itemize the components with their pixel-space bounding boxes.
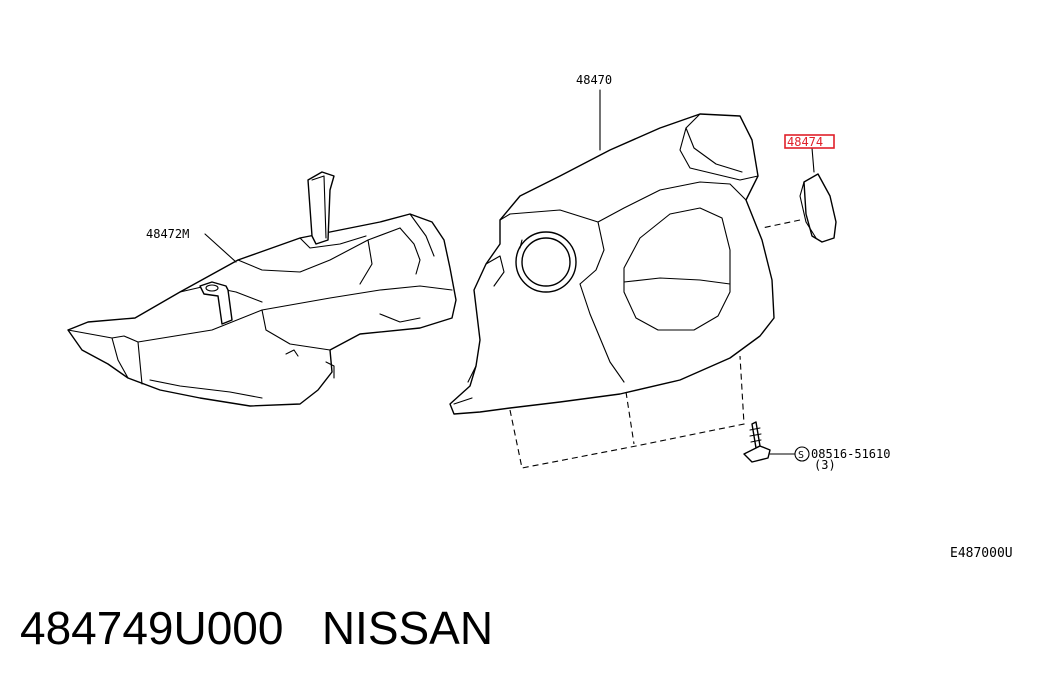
figure-code: E487000U <box>950 546 1013 561</box>
cover-cap-drawing <box>761 173 837 243</box>
label-screw: 08516-51610 <box>811 447 890 461</box>
label-48474[interactable]: 48474 <box>787 135 823 149</box>
screw-symbol-circle <box>794 446 810 462</box>
screw-symbol: S <box>798 450 804 461</box>
part-caption: 484749U000 NISSAN <box>20 596 493 660</box>
leader-48474 <box>811 147 815 173</box>
label-screw-qty: (3) <box>814 458 836 472</box>
label-48470: 48470 <box>576 73 612 87</box>
lower-column-cover-drawing <box>67 171 457 407</box>
screw-drawing <box>743 421 797 463</box>
leader-48472m <box>204 233 237 263</box>
label-48472m: 48472M <box>146 227 189 241</box>
brand-name: NISSAN <box>321 602 494 654</box>
part-number: 484749U000 <box>20 602 284 654</box>
highlight-box <box>784 134 835 149</box>
upper-column-cover-drawing <box>449 113 775 469</box>
